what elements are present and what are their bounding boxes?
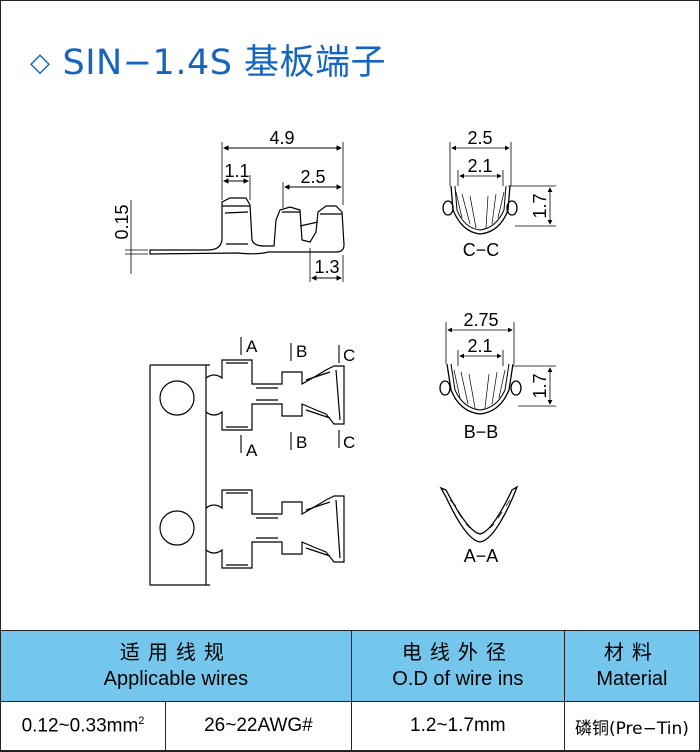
terminal-2 [205, 489, 345, 569]
spec-table: 适用线规 Applicable wires 电线外径 O.D of wire i… [0, 630, 700, 751]
pilot-hole-top [159, 380, 195, 416]
section-mark-c-bottom: C [343, 433, 355, 452]
cell-material: 磷铜(Pre−Tin) [563, 701, 700, 751]
cell-wire-awg: 26~22AWG# [165, 701, 352, 751]
header-material-cn: 材料 [603, 640, 660, 664]
cc-dim-height: 1.7 [530, 193, 550, 218]
diamond-icon: ◇ [30, 48, 51, 78]
section-mark-c-top: C [343, 346, 355, 365]
header-material-en: Material [596, 668, 668, 690]
dim-left: 1.1 [224, 161, 249, 181]
title-text: SIN−1.4S 基板端子 [62, 43, 387, 83]
cc-dim-outer: 2.5 [467, 128, 492, 148]
page-title: ◇ SIN−1.4S 基板端子 [30, 34, 386, 85]
header-wires-cn: 适用线规 [119, 640, 232, 664]
cell-od: 1.2~1.7mm [350, 701, 565, 751]
side-view [125, 142, 345, 282]
cell-wire-mm2: 0.12~0.33mm2 [0, 701, 166, 751]
bb-dim-height: 1.7 [530, 373, 550, 398]
material-value: 磷铜(Pre−Tin) [574, 718, 689, 739]
section-mark-b-bottom: B [296, 433, 307, 452]
header-od-en: O.D of wire ins [392, 668, 524, 690]
header-material: 材料 Material [563, 630, 700, 702]
terminal-1 [205, 359, 345, 431]
section-mark-a-top: A [246, 337, 258, 356]
dim-right: 2.5 [300, 167, 325, 187]
dim-thickness: 0.15 [112, 204, 132, 239]
cc-dim-inner: 2.1 [467, 156, 492, 176]
section-mark-a-bottom: A [246, 441, 258, 460]
spec-header-row: 适用线规 Applicable wires 电线外径 O.D of wire i… [0, 630, 700, 702]
technical-drawing: 4.9 1.1 2.5 1.3 0.15 A B C A B C [112, 128, 556, 586]
bb-dim-outer: 2.75 [463, 310, 498, 330]
header-wires-en: Applicable wires [103, 668, 249, 690]
header-od-cn: 电线外径 [401, 640, 514, 664]
bb-label: B−B [464, 422, 499, 442]
wire-mm2-sup: 2 [138, 714, 145, 727]
spec-data-row: 0.12~0.33mm2 26~22AWG# 1.2~1.7mm 磷铜(Pre−… [0, 701, 700, 751]
side-view-outline [149, 197, 345, 255]
wire-mm2-value: 0.12~0.33mm [21, 715, 139, 737]
section-aa [439, 485, 519, 543]
cc-label: C−C [463, 240, 500, 260]
pilot-hole-bottom [159, 510, 195, 546]
side-view-detail [222, 205, 342, 245]
section-bb [439, 322, 556, 415]
top-view [149, 337, 345, 586]
dim-bottom: 1.3 [314, 257, 339, 277]
carrier-strip [149, 364, 210, 586]
dim-overall: 4.9 [269, 128, 294, 148]
bb-dim-inner: 2.1 [467, 336, 492, 356]
header-od: 电线外径 O.D of wire ins [350, 630, 565, 702]
section-cc [442, 142, 556, 235]
aa-label: A−A [464, 546, 499, 566]
section-mark-b-top: B [296, 342, 307, 361]
header-wires: 适用线规 Applicable wires [0, 630, 352, 702]
